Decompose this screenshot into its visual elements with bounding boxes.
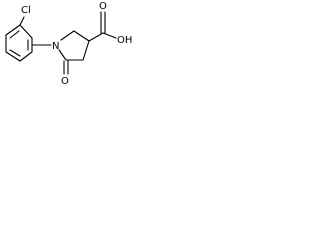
bond <box>5 51 21 62</box>
bond <box>60 30 75 41</box>
pyrrolidinone-ring <box>58 30 90 61</box>
bond-to-chlorine <box>19 16 25 26</box>
nitrogen-label: N <box>52 41 59 52</box>
bond <box>58 49 67 61</box>
bond <box>19 24 33 39</box>
double-bond-inner <box>9 30 20 39</box>
bond-to-hydroxyl <box>102 32 117 39</box>
chlorine-label: Cl <box>21 5 31 16</box>
carbonyl-oxygen-label: O <box>61 76 69 87</box>
bond <box>73 30 90 42</box>
bond-to-carboxyl <box>88 32 104 42</box>
bond <box>5 24 21 36</box>
bond <box>82 40 90 61</box>
bond <box>19 51 33 62</box>
hydroxyl-label: OH <box>117 35 132 46</box>
double-bond-inner <box>9 49 21 57</box>
molecule-structure: Cl N O O OH <box>5 1 132 87</box>
chlorophenyl-ring <box>5 24 33 62</box>
acid-oxygen-label: O <box>99 1 107 12</box>
